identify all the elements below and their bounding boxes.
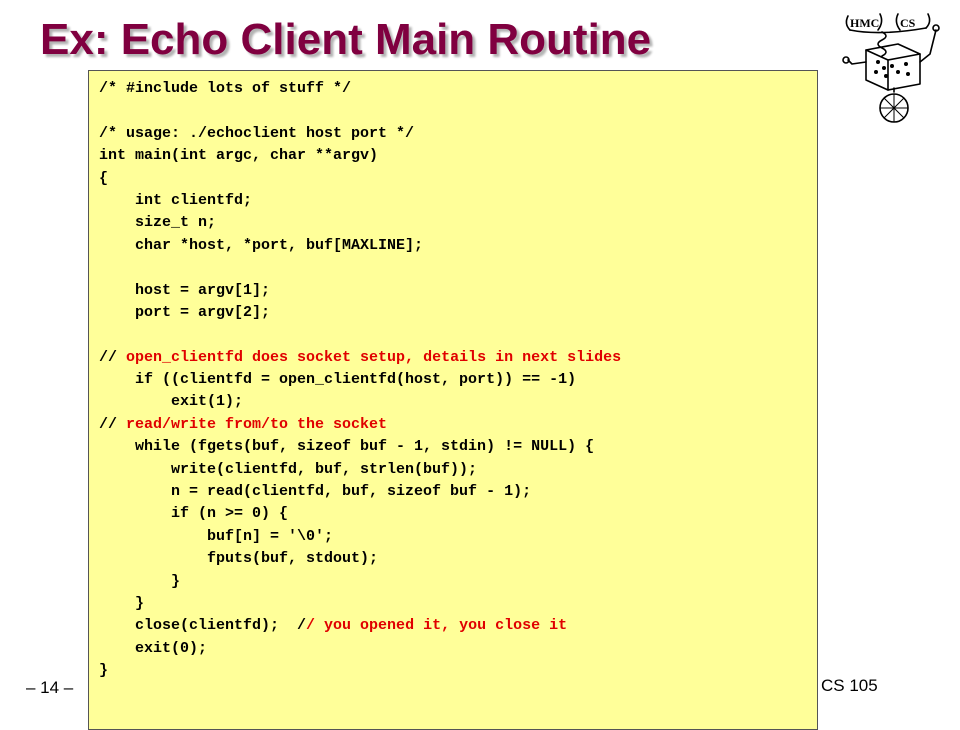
code-listing: /* #include lots of stuff */ /* usage: ./… <box>99 78 621 683</box>
code-text: char *host, *port, buf[MAXLINE]; <box>99 236 424 254</box>
code-line: exit(0); <box>99 638 621 660</box>
code-text: close(clientfd); / <box>99 617 307 635</box>
code-comment: open_clientfd does socket setup, details… <box>126 348 622 366</box>
code-text: exit(0); <box>99 639 208 657</box>
code-line: buf[n] = '\0'; <box>99 526 621 548</box>
code-line: close(clientfd); // you opened it, you c… <box>99 615 621 637</box>
code-text: buf[n] = '\0'; <box>99 527 334 545</box>
code-text: port = argv[2]; <box>99 303 271 321</box>
code-line: if ((clientfd = open_clientfd(host, port… <box>99 369 621 391</box>
code-text: write(clientfd, buf, strlen(buf)); <box>99 460 478 478</box>
code-line: int main(int argc, char **argv) <box>99 145 621 167</box>
slide-title: Ex: Echo Client Main Routine <box>40 15 652 64</box>
code-line: size_t n; <box>99 212 621 234</box>
code-text: } <box>99 572 181 590</box>
code-text: } <box>99 594 145 612</box>
code-text: fputs(buf, stdout); <box>99 550 379 568</box>
code-line: while (fgets(buf, sizeof buf - 1, stdin)… <box>99 436 621 458</box>
code-line: // open_clientfd does socket setup, deta… <box>99 347 621 369</box>
hmc-cs-robot-logo-icon: HMC CS <box>842 13 940 123</box>
code-line: port = argv[2]; <box>99 302 621 324</box>
code-line: write(clientfd, buf, strlen(buf)); <box>99 459 621 481</box>
logo-text-left: HMC <box>850 16 879 30</box>
code-text: host = argv[1]; <box>99 281 271 299</box>
code-line: fputs(buf, stdout); <box>99 548 621 570</box>
code-text: } <box>99 662 109 680</box>
course-label: CS 105 <box>821 676 878 695</box>
code-comment: read/write from/to the socket <box>126 415 388 433</box>
page-number: – 14 – <box>26 678 74 697</box>
code-line: } <box>99 593 621 615</box>
code-text: while (fgets(buf, sizeof buf - 1, stdin)… <box>99 438 595 456</box>
code-comment: / you opened it, you close it <box>306 617 568 635</box>
logo-text-right: CS <box>900 16 916 30</box>
code-text: { <box>99 169 109 187</box>
code-line: host = argv[1]; <box>99 280 621 302</box>
code-line <box>99 324 621 346</box>
code-line: } <box>99 571 621 593</box>
code-text: // <box>99 348 127 366</box>
code-text: if (n >= 0) { <box>99 505 289 523</box>
code-text: size_t n; <box>99 214 217 232</box>
code-line <box>99 257 621 279</box>
code-line: } <box>99 660 621 682</box>
code-panel: /* #include lots of stuff */ /* usage: ./… <box>88 70 818 730</box>
code-line: /* usage: ./echoclient host port */ <box>99 123 621 145</box>
code-line: // read/write from/to the socket <box>99 414 621 436</box>
code-line: { <box>99 168 621 190</box>
code-text: /* #include lots of stuff */ <box>99 80 352 97</box>
code-text: // <box>99 415 127 433</box>
code-text: exit(1); <box>99 393 244 411</box>
code-line: /* #include lots of stuff */ <box>99 78 621 100</box>
code-text: n = read(clientfd, buf, sizeof buf - 1); <box>99 483 532 501</box>
code-text: int main(int argc, char **argv) <box>99 147 379 165</box>
code-text: /* usage: ./echoclient host port */ <box>99 124 415 142</box>
code-text: int clientfd; <box>99 191 253 209</box>
code-line: if (n >= 0) { <box>99 503 621 525</box>
code-line <box>99 100 621 122</box>
code-line: int clientfd; <box>99 190 621 212</box>
code-text: if ((clientfd = open_clientfd(host, port… <box>99 371 577 389</box>
code-line: char *host, *port, buf[MAXLINE]; <box>99 235 621 257</box>
code-line: exit(1); <box>99 391 621 413</box>
code-line: n = read(clientfd, buf, sizeof buf - 1); <box>99 481 621 503</box>
